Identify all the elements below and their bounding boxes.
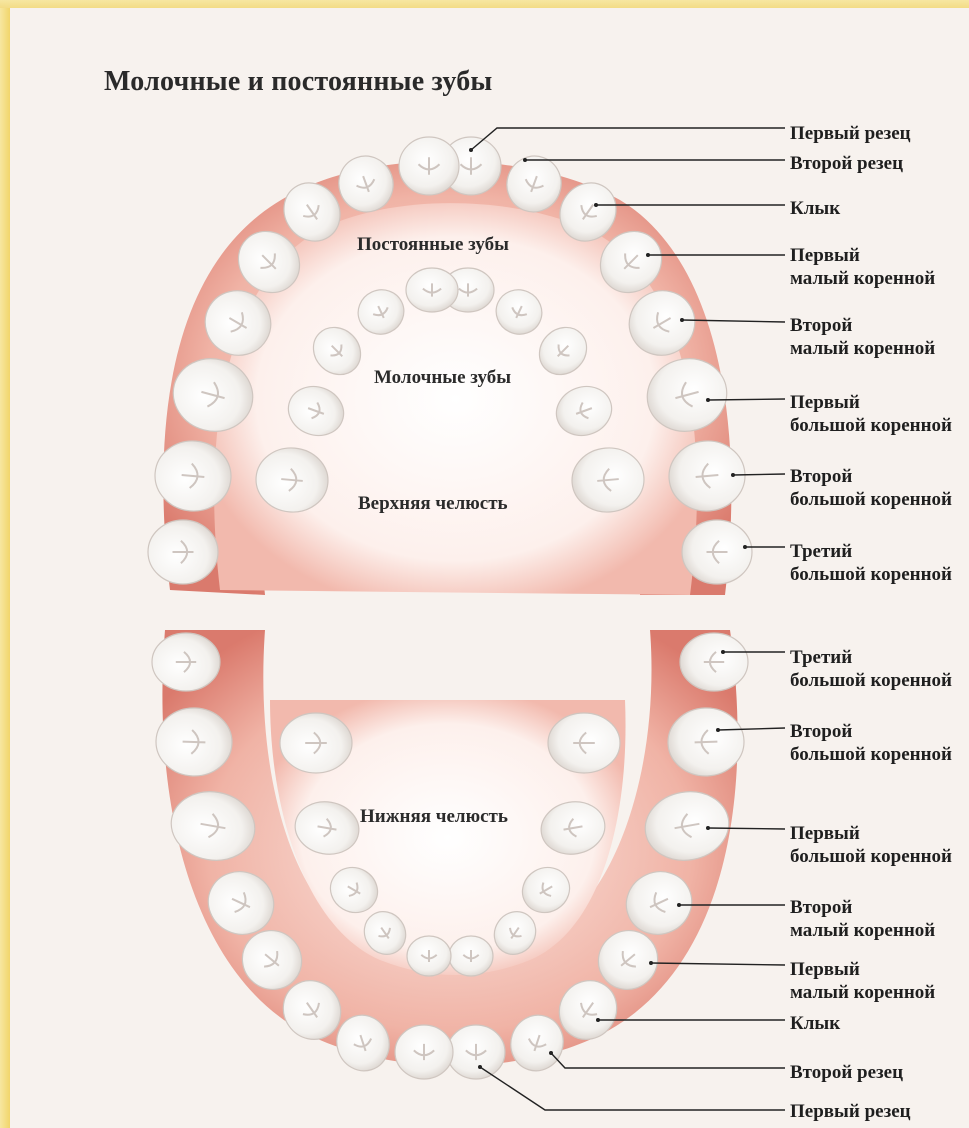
label-lower-third-molar: Третий большой коренной [790,646,952,692]
label-text: Первый [790,244,935,267]
label-upper-first-premolar: Первый малый коренной [790,244,935,290]
region-label-upper-jaw: Верхняя челюсть [358,493,508,515]
leader-line-6 [733,474,785,475]
label-text: Третий [790,646,952,669]
lower-primary-tooth-left-4-icon [407,936,451,976]
leader-dot-14 [549,1051,553,1055]
leader-line-14 [551,1053,785,1068]
leader-dot-12 [649,961,653,965]
upper-permanent-tooth-left-7-icon [148,520,218,584]
label-upper-second-incisor: Второй резец [790,152,903,175]
label-text: Второй [790,720,952,743]
label-lower-second-premolar: Второй малый коренной [790,896,935,942]
label-text: большой коренной [790,414,952,437]
label-text: Третий [790,540,952,563]
upper-permanent-tooth-left-0-icon [399,137,459,195]
upper-permanent-tooth-right-7-icon [682,520,752,584]
leader-dot-3 [646,253,650,257]
label-text: большой коренной [790,563,952,586]
leader-dot-7 [743,545,747,549]
label-text: Клык [790,1012,840,1035]
leader-dot-0 [469,148,473,152]
label-text: Первый [790,822,952,845]
leader-line-15 [480,1067,785,1110]
label-lower-second-incisor: Второй резец [790,1061,903,1084]
label-text: малый коренной [790,981,935,1004]
leader-line-5 [708,399,785,400]
label-text: Второй [790,465,952,488]
label-text: большой коренной [790,743,952,766]
label-text: большой коренной [790,488,952,511]
region-label-lower-jaw: Нижняя челюсть [360,806,508,828]
leader-dot-9 [716,728,720,732]
label-text: Первый [790,391,952,414]
leader-line-0 [471,128,785,150]
leader-dot-2 [594,203,598,207]
label-upper-first-incisor: Первый резец [790,122,911,145]
label-text: Второй [790,896,935,919]
label-text: малый коренной [790,337,935,360]
label-text: Первый резец [790,122,911,145]
label-upper-second-premolar: Второй малый коренной [790,314,935,360]
leader-dot-6 [731,473,735,477]
label-text: малый коренной [790,919,935,942]
label-text: большой коренной [790,669,952,692]
leader-dot-1 [523,158,527,162]
leader-dot-8 [721,650,725,654]
lower-primary-tooth-right-0-icon [548,713,620,773]
lower-primary-tooth-right-4-icon [449,936,493,976]
label-lower-second-molar: Второй большой коренной [790,720,952,766]
label-upper-canine: Клык [790,197,840,220]
label-text: Второй [790,314,935,337]
leader-dot-10 [706,826,710,830]
page-title: Молочные и постоянные зубы [104,66,493,98]
upper-primary-tooth-left-0-icon [406,268,458,312]
lower-permanent-tooth-left-7-icon [395,1025,453,1079]
leader-line-10 [708,828,785,829]
label-text: Клык [790,197,840,220]
lower-permanent-tooth-right-0-icon [680,633,748,691]
region-label-primary: Молочные зубы [374,367,511,389]
label-upper-second-molar: Второй большой коренной [790,465,952,511]
lower-permanent-tooth-left-0-icon [152,633,220,691]
label-upper-third-molar: Третий большой коренной [790,540,952,586]
leader-dot-13 [596,1018,600,1022]
label-lower-first-incisor: Первый резец [790,1100,911,1123]
label-text: малый коренной [790,267,935,290]
label-upper-first-molar: Первый большой коренной [790,391,952,437]
label-text: Второй резец [790,1061,903,1084]
lower-permanent-tooth-right-7-icon [447,1025,505,1079]
leader-dot-11 [677,903,681,907]
label-text: большой коренной [790,845,952,868]
label-text: Первый резец [790,1100,911,1123]
label-text: Второй резец [790,152,903,175]
label-lower-canine: Клык [790,1012,840,1035]
label-lower-first-premolar: Первый малый коренной [790,958,935,1004]
lower-primary-tooth-left-0-icon [280,713,352,773]
label-text: Первый [790,958,935,981]
label-lower-first-molar: Первый большой коренной [790,822,952,868]
leader-dot-4 [680,318,684,322]
region-label-permanent: Постоянные зубы [357,234,509,256]
leader-dot-5 [706,398,710,402]
leader-dot-15 [478,1065,482,1069]
